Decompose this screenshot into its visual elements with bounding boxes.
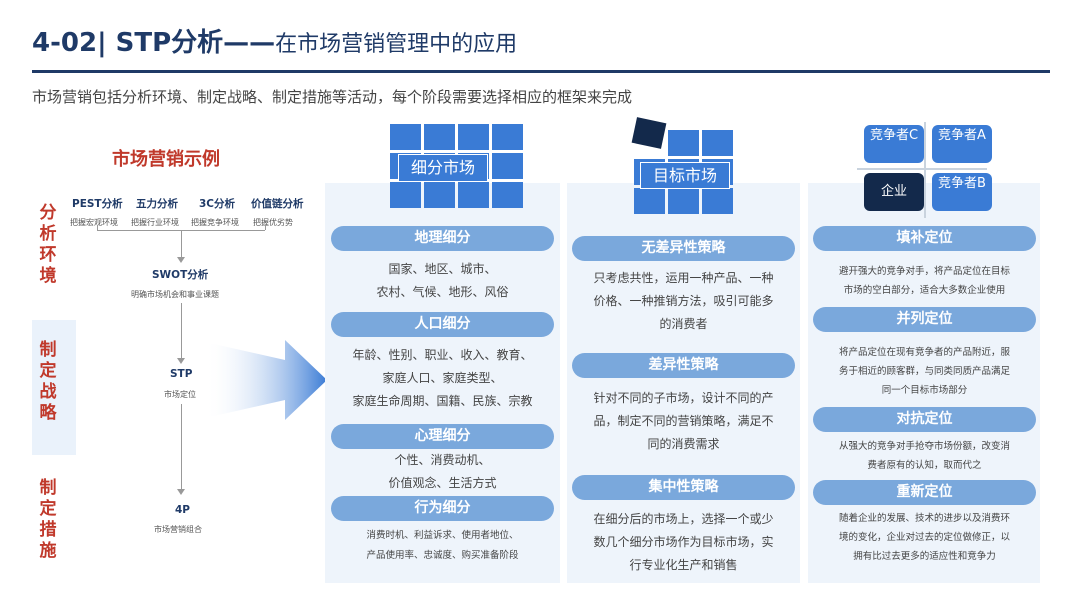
connector-line xyxy=(181,303,182,359)
target-undiff-text: 只考虑共性，运用一种产品、一种 价格、一种推销方法，吸引可能多 的消费者 xyxy=(593,271,774,331)
arrow-down-icon xyxy=(177,489,185,495)
quadrant-competitor-a: 竞争者A xyxy=(932,125,992,163)
quadrant-company: 企业 xyxy=(864,173,924,211)
position-confront-title: 对抗定位 xyxy=(813,407,1036,432)
target-focus-text: 在细分后的市场上，选择一个或少 数几个细分市场作为目标市场，实 行专业化生产和销… xyxy=(593,512,774,572)
position-fill-title: 填补定位 xyxy=(813,226,1036,251)
arrow-down-icon xyxy=(177,358,185,364)
quadrant-competitor-b: 竞争者B xyxy=(932,173,992,211)
position-reposition-text: 随着企业的发展、技术的进步以及消费环 境的变化，企业对过去的定位做修正，以 拥有… xyxy=(838,513,1010,562)
segment-behavior-text: 消费时机、利益诉求、使用者地位、 产品使用率、忠诚度、购买准备阶段 xyxy=(366,530,519,561)
positioning-axis-h xyxy=(857,168,987,170)
positioning-axis-v xyxy=(924,122,926,218)
connector-line xyxy=(181,404,182,490)
targeting-icon-label: 目标市场 xyxy=(640,162,730,189)
stp-label: STP xyxy=(170,368,193,380)
page-title: 4-02| STP分析——在市场营销管理中的应用 xyxy=(32,22,517,59)
page-subtitle: 市场营销包括分析环境、制定战略、制定措施等活动，每个阶段需要选择相应的框架来完成 xyxy=(32,88,633,106)
stage-label-strategy: 制定战略 xyxy=(39,340,57,423)
segmentation-grid-icon xyxy=(390,124,523,208)
connector-line xyxy=(181,230,182,258)
tool-3c: 3C分析 xyxy=(199,198,236,210)
position-reposition-title: 重新定位 xyxy=(813,480,1036,505)
bracket-tick xyxy=(265,225,266,230)
segment-behavior-title: 行为细分 xyxy=(331,496,554,521)
segment-demo-title: 人口细分 xyxy=(331,312,554,337)
target-focus-title: 集中性策略 xyxy=(572,475,795,500)
stage-label-measures: 制定措施 xyxy=(39,478,57,561)
stage-label-analysis: 分析环境 xyxy=(39,203,57,286)
segmentation-icon-label: 细分市场 xyxy=(398,154,488,182)
position-fill-text: 避开强大的竞争对手，将产品定位在目标 市场的空白部分，适合大多数企业使用 xyxy=(838,266,1010,296)
tool-value-chain-desc: 把握优劣势 xyxy=(253,218,293,227)
tool-pest: PEST分析 xyxy=(72,198,123,210)
stage-band-strategy xyxy=(32,320,76,455)
segment-demo-text: 年龄、性别、职业、收入、教育、 家庭人口、家庭类型、 家庭生命周期、国籍、民族、… xyxy=(352,348,533,408)
title-sub: 在市场营销管理中的应用 xyxy=(275,32,518,57)
target-undiff-title: 无差异性策略 xyxy=(572,236,795,261)
target-diff-text: 针对不同的子市场，设计不同的产 品，制定不同的营销策略，满足不 同的消费需求 xyxy=(593,391,774,451)
segment-geo-text: 国家、地区、城市、 农村、气候、地形、风俗 xyxy=(376,262,509,299)
tool-five-forces: 五力分析 xyxy=(136,198,178,210)
bracket-tick xyxy=(97,225,98,230)
tool-value-chain: 价值链分析 xyxy=(251,198,304,210)
position-confront-text: 从强大的竞争对手抢夺市场份额，改变消 费者原有的认知，取而代之 xyxy=(838,441,1010,471)
fourp-desc: 市场营销组合 xyxy=(154,525,202,534)
tool-five-forces-desc: 把握行业环境 xyxy=(131,218,179,227)
stp-desc: 市场定位 xyxy=(164,390,196,399)
arrow-down-icon xyxy=(177,257,185,263)
flow-arrow-icon xyxy=(205,340,327,420)
position-parallel-title: 并列定位 xyxy=(813,307,1036,332)
target-diff-title: 差异性策略 xyxy=(572,353,795,378)
tool-3c-desc: 把握竞争环境 xyxy=(191,218,239,227)
quadrant-competitor-c: 竞争者C xyxy=(864,125,924,163)
swot-label: SWOT分析 xyxy=(152,269,209,281)
example-title: 市场营销示例 xyxy=(112,149,220,170)
title-main: 4-02| STP分析—— xyxy=(32,28,276,58)
segment-psycho-title: 心理细分 xyxy=(331,424,554,449)
segment-psycho-text: 个性、消费动机、 价值观念、生活方式 xyxy=(388,453,497,490)
title-divider xyxy=(32,70,1050,73)
position-parallel-text: 将产品定位在现有竞争者的产品附近，服 务于相近的顾客群，与同类同质产品满足 同一… xyxy=(838,347,1010,396)
segment-geo-title: 地理细分 xyxy=(331,226,554,251)
fourp-label: 4P xyxy=(175,504,191,516)
swot-desc: 明确市场机会和事业课题 xyxy=(131,290,219,299)
tool-pest-desc: 把握宏观环境 xyxy=(70,218,118,227)
